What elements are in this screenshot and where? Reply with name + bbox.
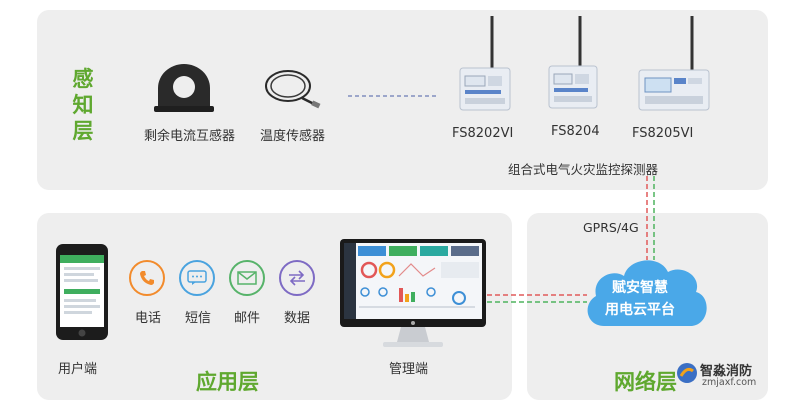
detector-group-label: 组合式电气火灾监控探测器 xyxy=(508,162,659,177)
sensing-layer-title: 感知层 xyxy=(72,67,94,143)
temperature-sensor-icon xyxy=(265,70,321,109)
management-monitor-icon xyxy=(340,239,486,347)
network-layer-title: 网络层 xyxy=(614,370,677,394)
cloud-platform-line1: 赋安智慧 xyxy=(612,280,668,296)
watermark-logo-icon xyxy=(677,363,697,383)
device-fs8204-label: FS8204 xyxy=(551,124,600,139)
temperature-sensor-label: 温度传感器 xyxy=(260,129,326,144)
data-exchange-icon xyxy=(279,260,315,296)
management-client-label: 管理端 xyxy=(389,362,429,377)
device-cloud-dashed-link xyxy=(646,176,655,260)
phone-icon xyxy=(129,260,165,296)
gprs-4g-label: GPRS/4G xyxy=(583,220,639,235)
device-fs8202vi-icon xyxy=(459,16,511,111)
mail-icon xyxy=(229,260,265,296)
device-fs8202vi-label: FS8202VI xyxy=(452,126,514,141)
watermark-name: 智淼消防 xyxy=(700,364,753,379)
sensor-device-dashed-line xyxy=(348,95,438,97)
user-client-label: 用户端 xyxy=(58,362,98,377)
sms-icon xyxy=(179,260,215,296)
cloud-manager-dashed-link xyxy=(487,294,587,303)
mail-label: 邮件 xyxy=(234,311,261,326)
device-fs8205vi-icon xyxy=(638,16,710,111)
data-label: 数据 xyxy=(284,311,311,326)
cloud-platform-icon xyxy=(587,260,707,326)
current-transformer-icon xyxy=(154,64,214,112)
watermark-url: zmjaxf.com xyxy=(702,377,757,388)
sms-label: 短信 xyxy=(185,311,212,326)
smartphone-icon xyxy=(56,244,108,340)
phone-label: 电话 xyxy=(135,311,162,326)
cloud-platform-line2: 用电云平台 xyxy=(605,302,675,318)
device-fs8205vi-label: FS8205VI xyxy=(632,126,694,141)
application-layer-title: 应用层 xyxy=(196,370,259,394)
current-transformer-label: 剩余电流互感器 xyxy=(144,129,236,144)
device-fs8204-icon xyxy=(548,16,598,109)
